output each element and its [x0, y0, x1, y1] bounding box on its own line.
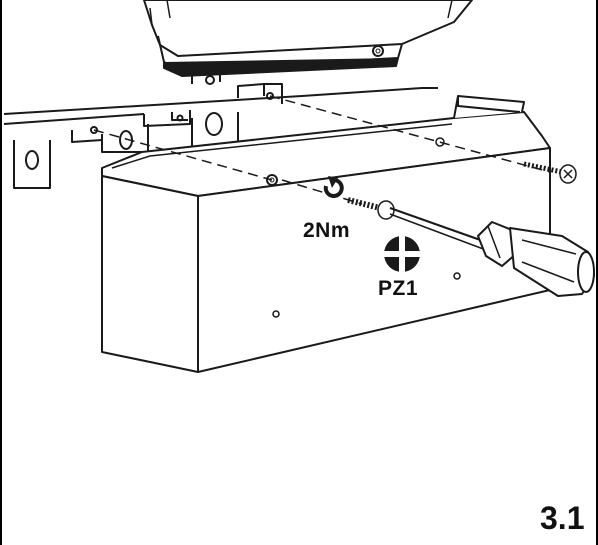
torque-value: 2Nm	[303, 219, 351, 242]
terminal-cover	[101, 95, 551, 373]
screwdriver-icon	[389, 207, 595, 297]
screw-icon	[523, 161, 577, 184]
switch-handle	[143, 0, 473, 77]
step-number: 3.1	[540, 500, 585, 536]
pozidriv-cross-icon	[384, 236, 420, 272]
clockwise-arrow-icon	[323, 176, 344, 198]
driver-bit-label: PZ1	[378, 277, 419, 300]
